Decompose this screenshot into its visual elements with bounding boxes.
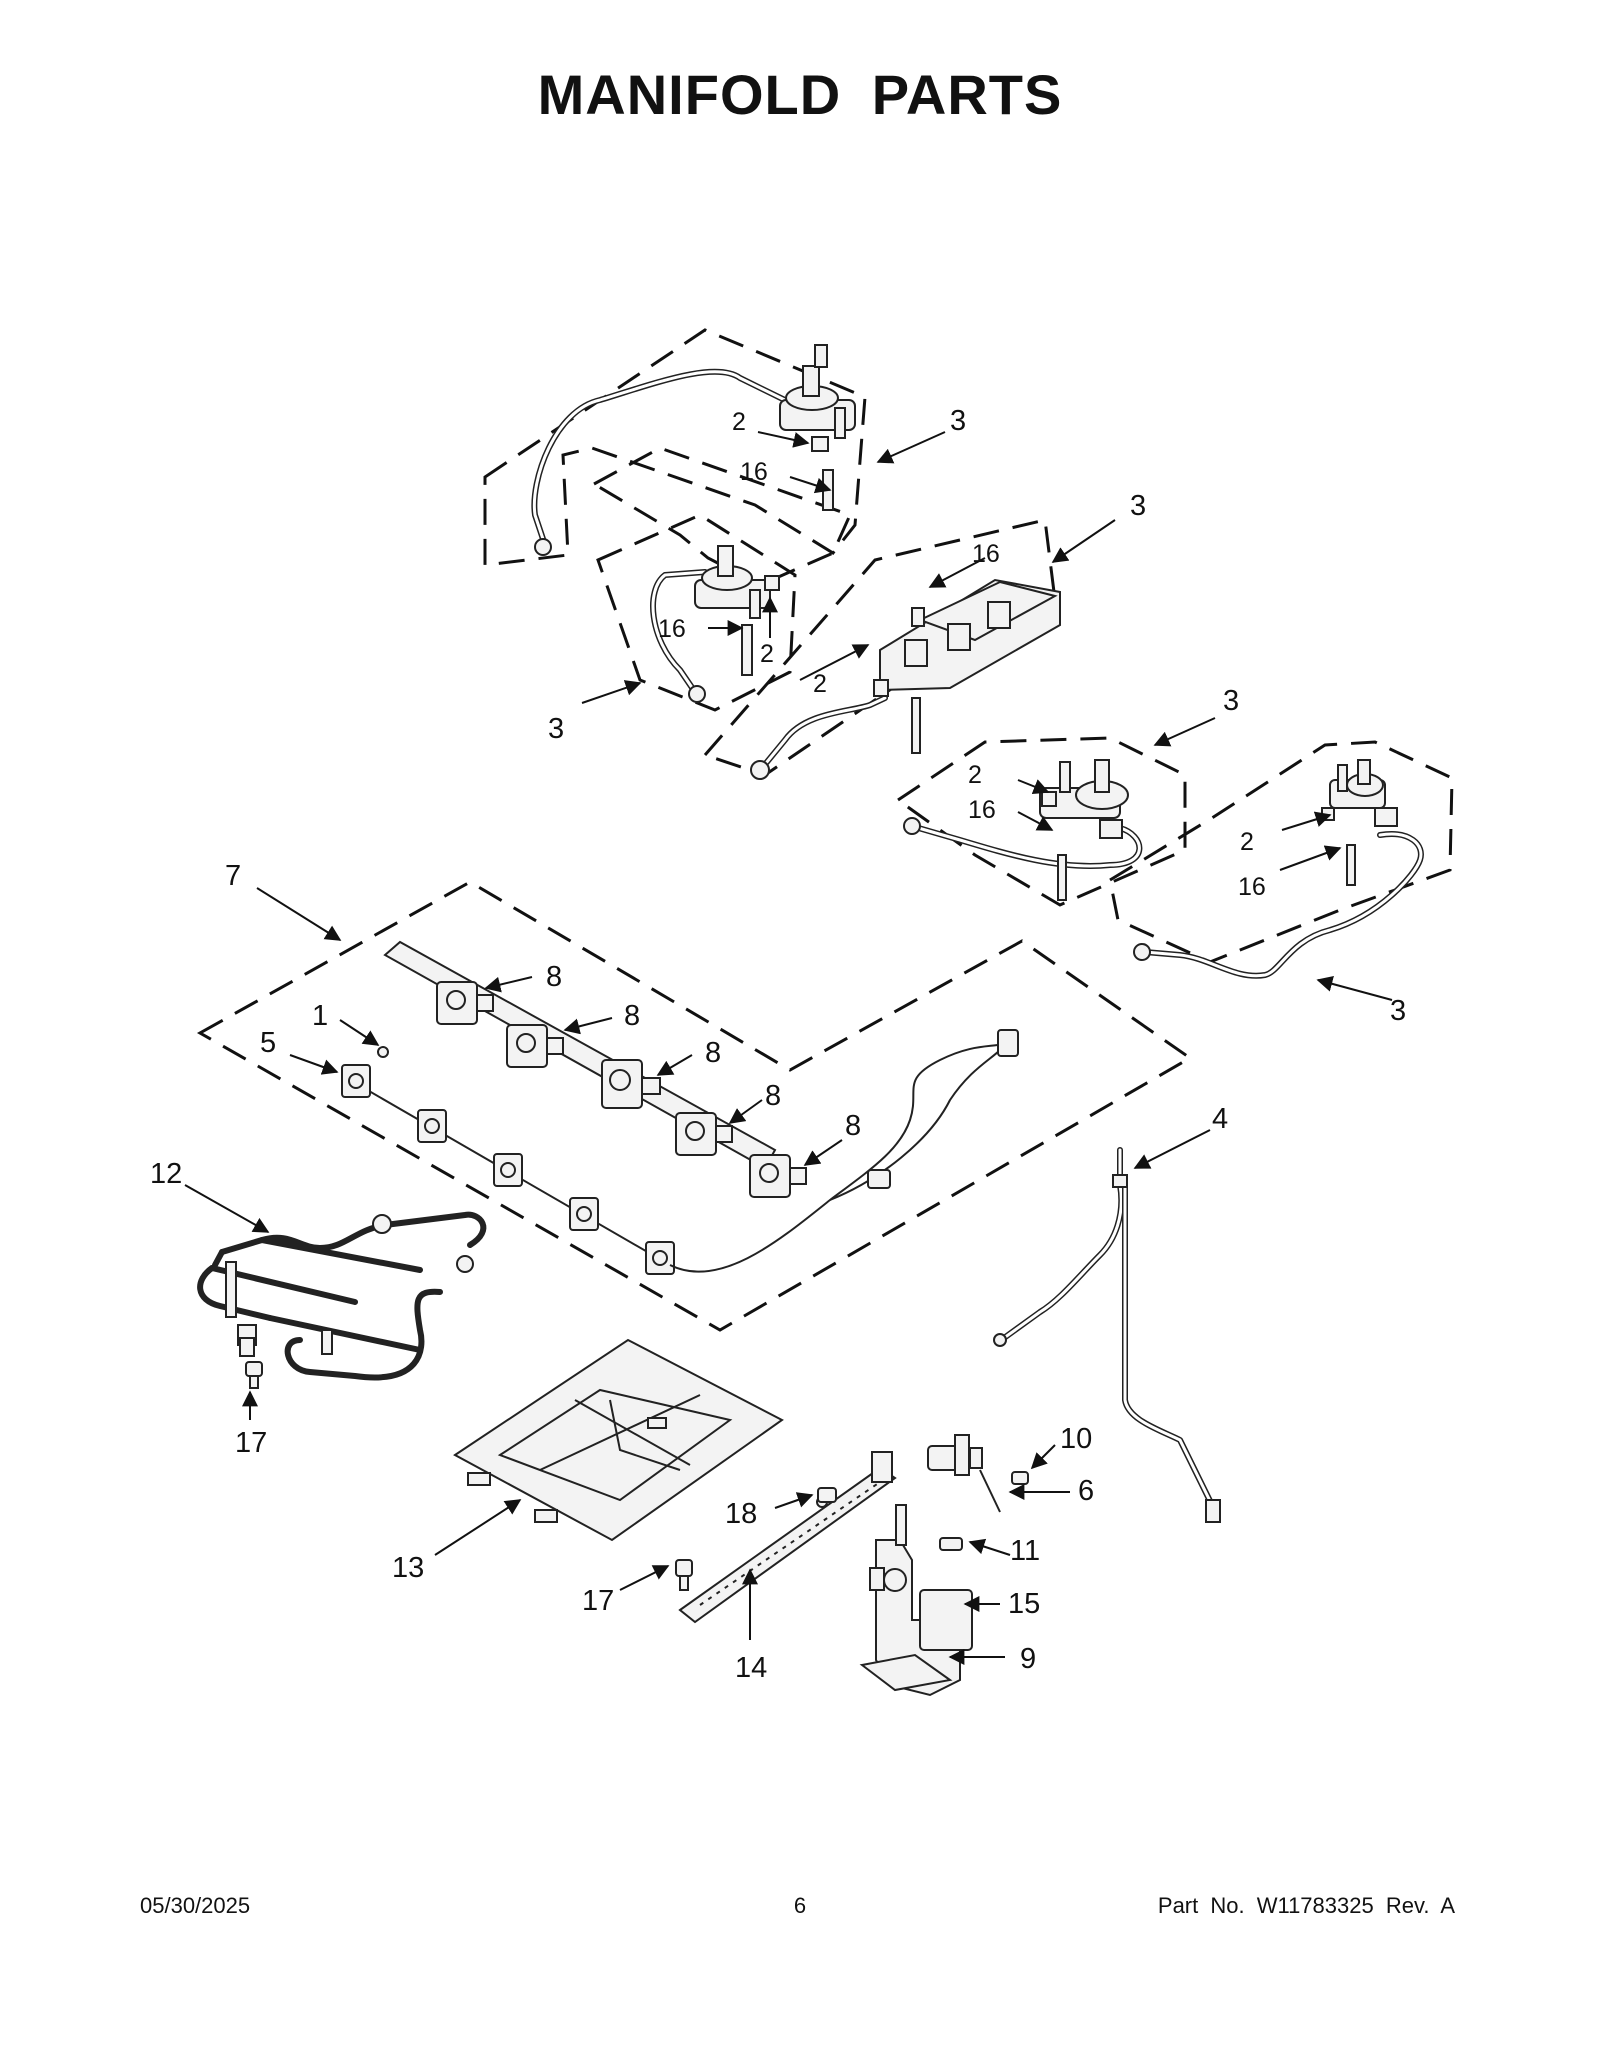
callout-15: 15: [1008, 1588, 1040, 1620]
callout-17: 17: [582, 1585, 614, 1617]
callout-12: 12: [150, 1158, 182, 1190]
valve-assembly-top: [531, 344, 856, 556]
callout-8: 8: [705, 1037, 721, 1069]
footer-page-number: 6: [793, 1893, 807, 1918]
page-title: MANIFOLD PARTS: [537, 63, 1063, 126]
callout-16: 16: [658, 615, 686, 643]
valve-1: [436, 981, 494, 1025]
callout-labels: 3 3 3 3 3 2 2 2 2 2 16 16 16 16 16 7 8 8…: [150, 405, 1406, 1684]
callout-6: 6: [1078, 1475, 1094, 1507]
callout-2: 2: [760, 640, 774, 668]
callout-16: 16: [968, 796, 996, 824]
screws: [245, 1361, 1029, 1591]
callout-16: 16: [1238, 873, 1266, 901]
manifold-valve-block: [750, 578, 1061, 780]
oven-burner-tube: [678, 1451, 897, 1624]
valve-2: [506, 1024, 564, 1068]
switch-1: [341, 1064, 371, 1098]
callout-17: 17: [235, 1427, 267, 1459]
callout-3: 3: [548, 713, 564, 745]
callout-16: 16: [972, 540, 1000, 568]
callout-3: 3: [1390, 995, 1406, 1027]
bake-element: [197, 1211, 487, 1381]
callout-8: 8: [765, 1080, 781, 1112]
broil-baffle-plate: [453, 1338, 784, 1542]
valve-3: [601, 1059, 661, 1109]
callout-13: 13: [392, 1552, 424, 1584]
regulator: [927, 1434, 1001, 1513]
callout-5: 5: [260, 1027, 276, 1059]
callout-8: 8: [546, 961, 562, 993]
manifold-group-outline: [196, 880, 1193, 1332]
switch-2: [417, 1109, 447, 1143]
callout-8: 8: [845, 1110, 861, 1142]
burner-valves-row: [436, 981, 807, 1198]
valve-assembly-center: [903, 759, 1143, 901]
callout-11: 11: [1010, 1535, 1040, 1567]
switch-5: [645, 1241, 675, 1275]
spark-switch-harness: [341, 1029, 1019, 1275]
leader-lines: [184, 431, 1393, 1665]
callout-9: 9: [1020, 1643, 1036, 1675]
switch-3: [493, 1153, 523, 1187]
callout-4: 4: [1212, 1103, 1228, 1135]
callout-1: 1: [312, 1000, 328, 1032]
callout-3: 3: [950, 405, 966, 437]
callout-7: 7: [225, 860, 241, 892]
valve-assembly-right: [1133, 759, 1424, 979]
callout-2: 2: [732, 408, 746, 436]
burner-valve-group-far-right: [1108, 740, 1454, 964]
callout-3: 3: [1130, 490, 1146, 522]
callout-3: 3: [1223, 685, 1239, 717]
callout-8: 8: [624, 1000, 640, 1032]
burner-valve-group-right: [895, 736, 1187, 907]
callout-10: 10: [1060, 1423, 1092, 1455]
valve-5: [749, 1154, 807, 1198]
callout-2: 2: [968, 761, 982, 789]
footer-part-number: Part No. W11783325 Rev. A: [1157, 1893, 1455, 1918]
gas-supply-pipe: [993, 1147, 1221, 1523]
valve-assembly-left: [650, 545, 780, 703]
burner-valve-group-left: [596, 513, 797, 712]
valve-4: [675, 1112, 733, 1156]
callout-14: 14: [735, 1652, 767, 1684]
callout-18: 18: [725, 1498, 757, 1530]
switch-4: [569, 1197, 599, 1231]
footer-date: 05/30/2025: [140, 1893, 251, 1918]
callout-2: 2: [1240, 828, 1254, 856]
callout-2: 2: [813, 670, 827, 698]
oven-safety-valve: [859, 1504, 973, 1697]
callout-16: 16: [740, 458, 768, 486]
